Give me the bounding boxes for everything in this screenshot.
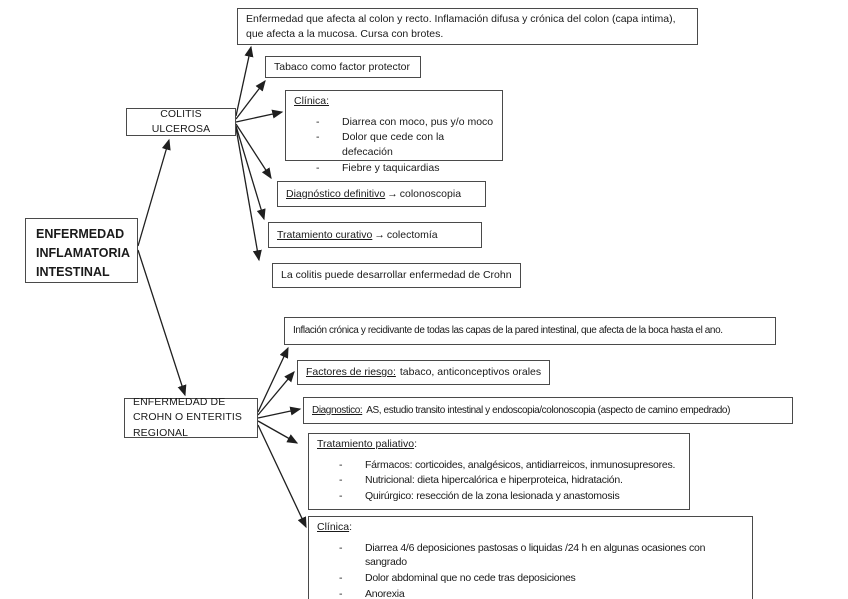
uc-tratamiento-heading: Tratamiento curativo — [277, 228, 373, 241]
arrow-root-to-colitis — [137, 138, 171, 247]
arrow-root-to-crohn — [137, 249, 187, 397]
uc-clinica-item: Diarrea con moco, pus y/o moco — [316, 115, 494, 130]
uc-nota-box: La colitis puede desarrollar enfermedad … — [272, 263, 521, 288]
arrow-crohn-to-description — [257, 346, 289, 413]
uc-diagnostico-box: Diagnóstico definitivo → colonoscopia — [277, 181, 486, 207]
uc-tratamiento-text: colectomía — [386, 228, 438, 241]
uc-tabaco-text: Tabaco como factor protector — [274, 60, 410, 73]
arrow-colitis-to-nota — [235, 127, 262, 262]
crohn-tratamiento-heading: Tratamiento paliativo — [317, 438, 415, 450]
crohn-node: ENFERMEDAD DE CROHN O ENTERITIS REGIONAL — [124, 396, 258, 439]
uc-description-box: Enfermedad que afecta al colon y recto. … — [237, 8, 698, 46]
crohn-tratamiento-item: Nutricional: dieta hipercalórica e hiper… — [339, 473, 681, 488]
root-node-label: ENFERMEDAD INFLAMATORIA INTESTINAL — [36, 227, 130, 279]
crohn-clinica-item: Dolor abdominal que no cede tras deposic… — [339, 571, 744, 586]
crohn-tratamiento-item: Fármacos: corticoides, analgésicos, anti… — [339, 458, 681, 473]
crohn-factores-heading: Factores de riesgo: — [306, 366, 396, 379]
uc-clinica-item: Fiebre y taquicardias — [316, 161, 494, 176]
crohn-tratamiento-box: Tratamiento paliativo: Fármacos: cortico… — [308, 433, 690, 510]
uc-clinica-list: Diarrea con moco, pus y/o moco Dolor que… — [294, 115, 494, 176]
colitis-ulcerosa-node: COLITIS ULCEROSA — [126, 108, 236, 136]
arrow-colitis-to-clinica — [235, 109, 284, 123]
uc-clinica-box: Clínica: Diarrea con moco, pus y/o moco … — [285, 90, 503, 175]
crohn-clinica-box: Clínica: Diarrea 4/6 deposiciones pastos… — [308, 516, 753, 599]
crohn-factores-text: tabaco, anticonceptivos orales — [399, 366, 542, 379]
root-node: ENFERMEDAD INFLAMATORIA INTESTINAL — [25, 218, 138, 283]
crohn-factores-box: Factores de riesgo: tabaco, anticoncepti… — [297, 360, 551, 385]
uc-tratamiento-box: Tratamiento curativo → colectomía — [268, 222, 482, 248]
crohn-description-text: Inflación crónica y recidivante de todas… — [293, 325, 723, 336]
crohn-tratamiento-colon: : — [414, 438, 417, 450]
crohn-diagnostico-heading: Diagnostico: — [312, 404, 363, 416]
crohn-description-box: Inflación crónica y recidivante de todas… — [284, 317, 776, 345]
arrow-crohn-to-clinica — [257, 424, 307, 529]
colitis-ulcerosa-label: COLITIS ULCEROSA — [151, 108, 211, 135]
arrow-colitis-to-tabaco — [235, 79, 266, 120]
crohn-diagnostico-box: Diagnostico: AS, estudio transito intest… — [303, 397, 793, 424]
uc-diagnostico-text: colonoscopia — [399, 187, 462, 200]
arrow-colitis-to-description — [235, 45, 254, 117]
crohn-clinica-heading: Clínica — [317, 521, 350, 533]
crohn-diagnostico-text: AS, estudio transito intestinal y endosc… — [366, 404, 731, 416]
uc-clinica-item: Dolor que cede con la defecación — [316, 130, 494, 159]
crohn-clinica-item: Diarrea 4/6 deposiciones pastosas o liqu… — [339, 541, 744, 570]
arrow-colitis-to-diagnostico — [235, 123, 272, 180]
right-arrow-glyph: → — [387, 187, 398, 200]
crohn-node-label: ENFERMEDAD DE CROHN O ENTERITIS REGIONAL — [133, 396, 243, 439]
arrow-crohn-to-tratamiento — [257, 420, 299, 444]
arrow-crohn-to-factores — [257, 371, 295, 416]
uc-tabaco-box: Tabaco como factor protector — [265, 56, 421, 78]
crohn-tratamiento-item: Quirúrgico: resección de la zona lesiona… — [339, 489, 681, 504]
arrow-crohn-to-diagnostico — [257, 406, 302, 419]
uc-diagnostico-heading: Diagnóstico definitivo — [286, 187, 386, 200]
right-arrow-glyph: → — [374, 228, 385, 241]
uc-clinica-heading: Clínica: — [294, 95, 330, 107]
arrow-colitis-to-tratamiento — [235, 125, 266, 221]
crohn-clinica-list: Diarrea 4/6 deposiciones pastosas o liqu… — [317, 541, 744, 599]
crohn-clinica-colon: : — [349, 521, 353, 533]
uc-description-text: Enfermedad que afecta al colon y recto. … — [246, 13, 676, 40]
crohn-clinica-item: Anorexia — [339, 587, 744, 599]
uc-nota-text: La colitis puede desarrollar enfermedad … — [281, 269, 512, 282]
crohn-tratamiento-list: Fármacos: corticoides, analgésicos, anti… — [317, 458, 681, 504]
